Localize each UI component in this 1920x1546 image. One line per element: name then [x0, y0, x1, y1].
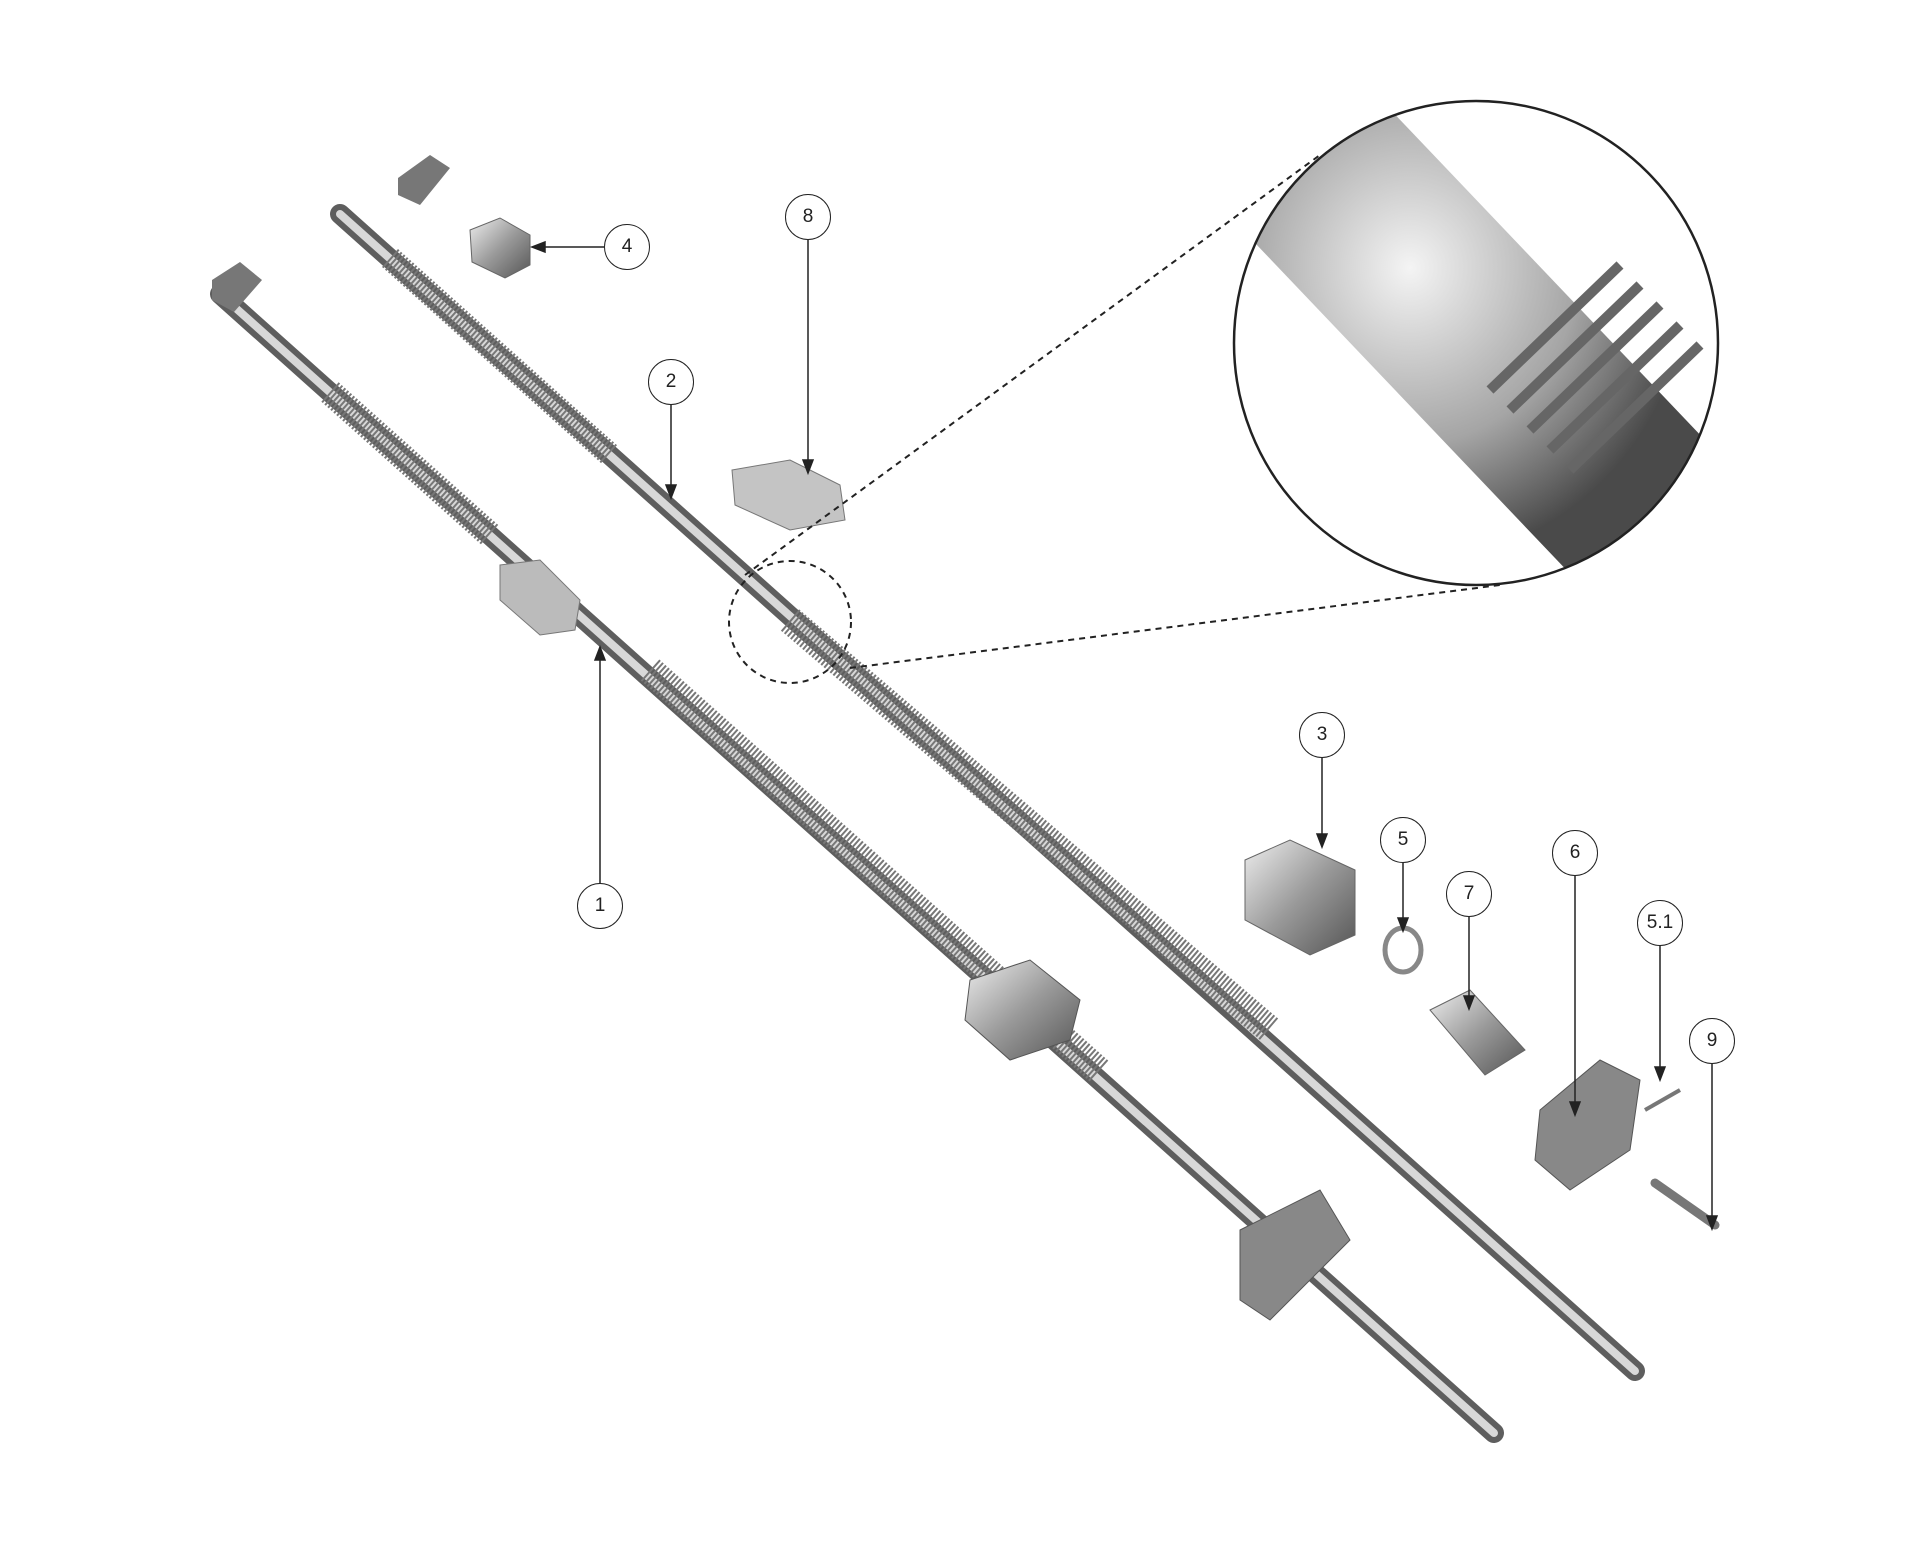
- flange-top-rod-1: [212, 262, 262, 312]
- block-on-rod-1: [499, 559, 581, 636]
- part-7-sleeve: [1429, 989, 1526, 1076]
- detail-magnifier: [728, 99, 1720, 684]
- part-9-key: [1650, 1178, 1720, 1230]
- callout-5: 5: [1380, 817, 1426, 863]
- callout-5-1: 5.1: [1637, 900, 1683, 946]
- leader-lines: [529, 240, 1719, 1232]
- callout-3: 3: [1299, 712, 1345, 758]
- screw-rod-2: [330, 204, 1645, 1381]
- nut-on-rod-1: [964, 959, 1081, 1061]
- callout-8: 8: [785, 194, 831, 240]
- part-6-flange: [1534, 1059, 1641, 1191]
- callout-9: 9: [1689, 1018, 1735, 1064]
- part-8-bearing-block: [731, 459, 846, 531]
- part-3-nut: [1244, 839, 1356, 956]
- callout-4: 4: [604, 224, 650, 270]
- callout-7: 7: [1446, 871, 1492, 917]
- part-5-ring: [1382, 925, 1424, 975]
- flange-top-loose: [398, 155, 450, 205]
- flange-on-rod-1: [1239, 1189, 1351, 1321]
- part-4-nut: [469, 217, 531, 279]
- callout-6: 6: [1552, 830, 1598, 876]
- part-5-1-pin: [1644, 1088, 1681, 1112]
- callout-2: 2: [648, 359, 694, 405]
- callout-1: 1: [577, 883, 623, 929]
